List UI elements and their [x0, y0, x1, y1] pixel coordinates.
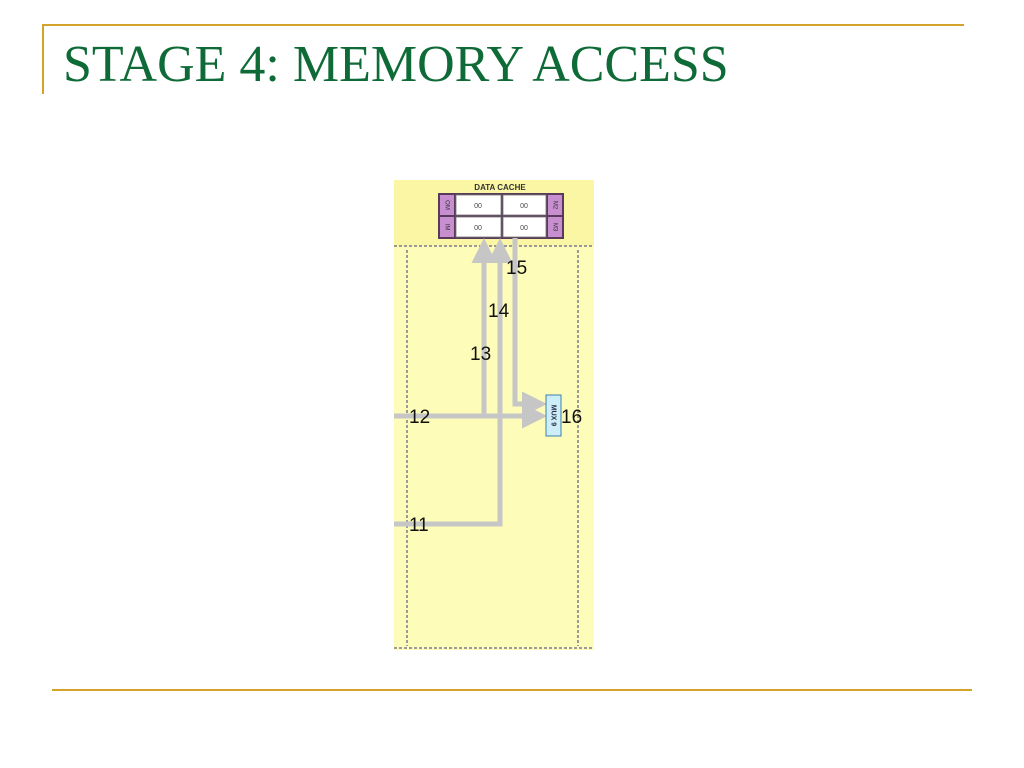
mux-9-box: [545, 394, 562, 437]
data-cache-label: DATA CACHE: [474, 183, 526, 192]
cache-cell: [502, 194, 547, 216]
cache-port-left-bottom: [440, 217, 454, 237]
cache-cell-value: 00: [520, 225, 528, 232]
cache-cell: [502, 216, 547, 238]
title-frame-top-rule: [42, 24, 964, 26]
cache-cell: [455, 194, 502, 216]
signal-label-14: 14: [488, 301, 510, 322]
cache-port-left-top: [440, 195, 454, 215]
signal-label-11: 11: [409, 515, 429, 536]
cache-port-label: M2: [551, 201, 557, 210]
footer-rule: [52, 689, 972, 691]
mux-9-label: MUX 9: [550, 405, 557, 427]
cache-port-label: M3: [551, 223, 557, 232]
cache-cell: [455, 216, 502, 238]
cache-cell-value: 00: [474, 203, 482, 210]
signal-label-12: 12: [409, 407, 430, 428]
data-cache: DATA CACHE OM IM M2 M3 00 00 00 00: [438, 183, 564, 239]
cache-port-right-top: [548, 195, 562, 215]
cache-cell-value: 00: [474, 225, 482, 232]
datapath-wires: [394, 238, 547, 527]
signal-label-13: 13: [470, 344, 491, 365]
cache-port-right-bottom: [548, 217, 562, 237]
signal-label-15: 15: [506, 258, 527, 279]
cache-port-label: IM: [443, 224, 449, 231]
title-frame-left-rule: [42, 24, 44, 94]
diagram-canvas: DATA CACHE OM IM M2 M3 00 00 00 00: [394, 180, 594, 650]
wire-11-14: [394, 238, 513, 527]
wire-15: [512, 238, 547, 417]
cache-cell-value: 00: [520, 203, 528, 210]
mux-9: MUX 9: [545, 394, 562, 437]
cache-port-label: OM: [443, 200, 449, 210]
slide-title: STAGE 4: MEMORY ACCESS: [63, 36, 729, 93]
signal-label-16: 16: [561, 407, 582, 428]
memory-access-diagram: DATA CACHE OM IM M2 M3 00 00 00 00: [394, 180, 594, 650]
